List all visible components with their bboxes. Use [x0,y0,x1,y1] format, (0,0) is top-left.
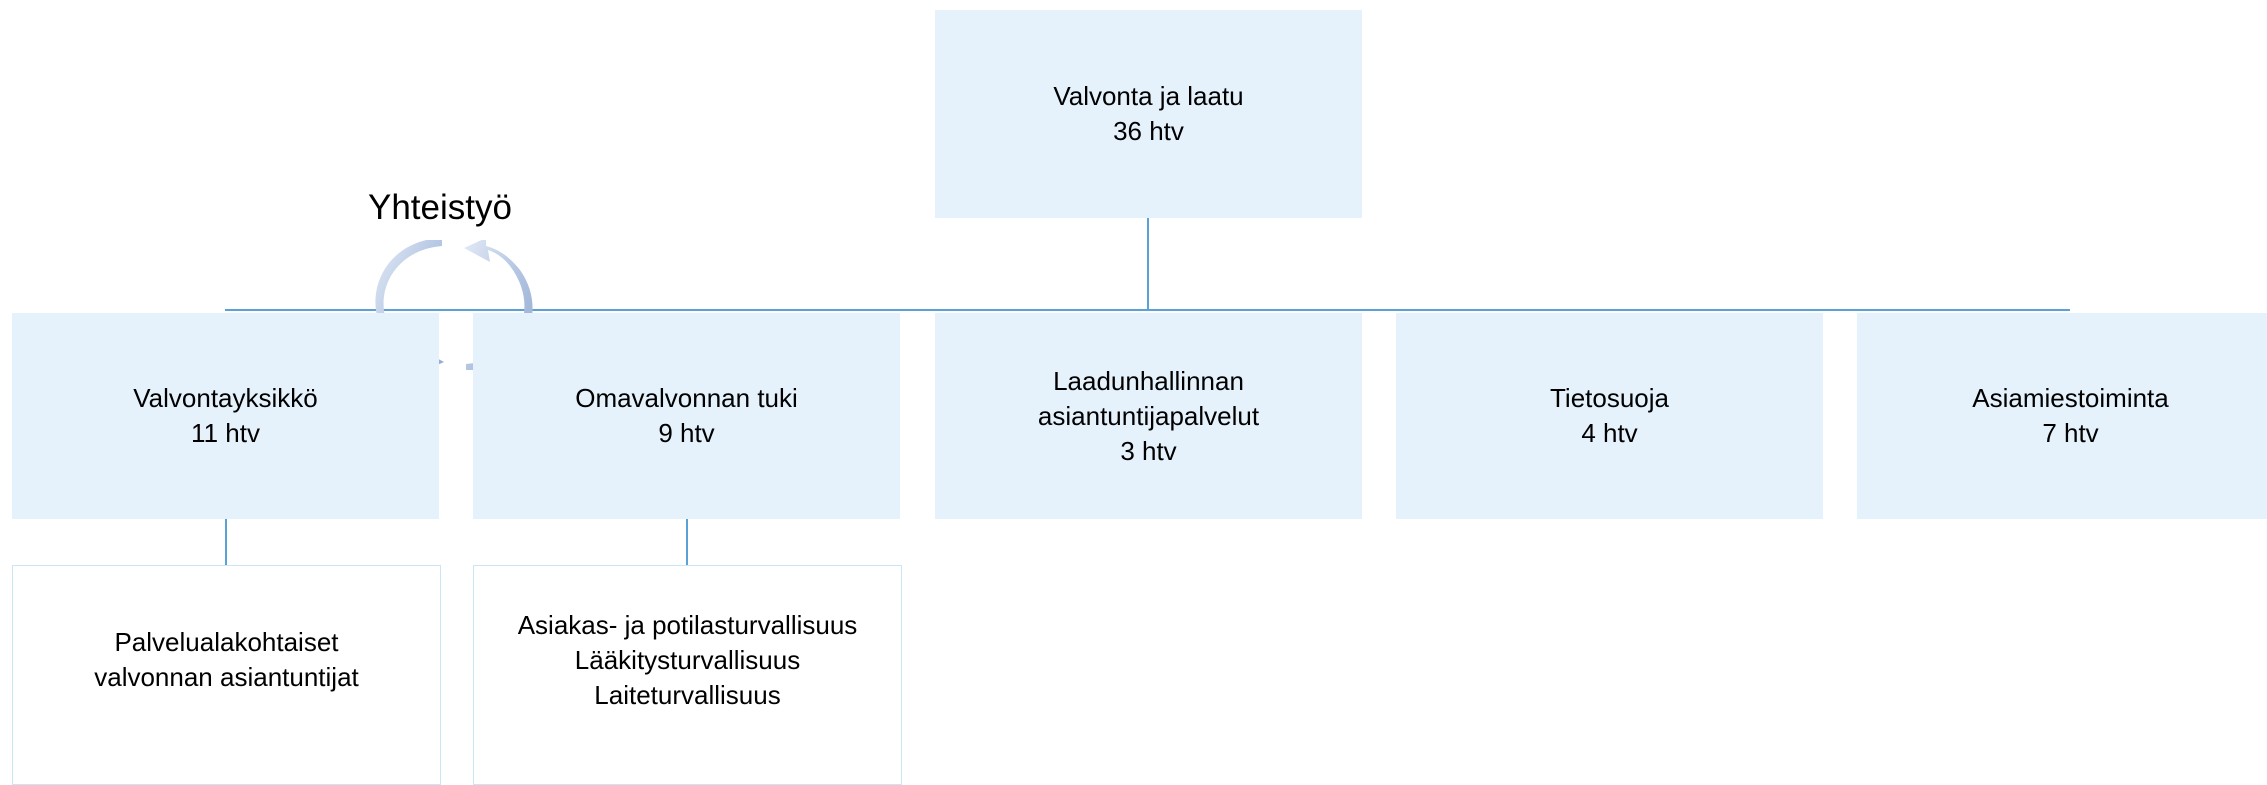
box-value: 9 htv [658,418,715,448]
box-title: Asiamiestoiminta [1972,383,2169,413]
connector-valvontayksikko-sub [225,518,227,565]
box-value: 4 htv [1581,418,1638,448]
box-title: Valvontayksikkö [133,383,318,413]
box-tietosuoja: Tietosuoja 4 htv [1396,313,1823,519]
connector-top-vertical [1147,218,1149,310]
box-title: Valvonta ja laatu [1053,81,1244,111]
box-line: Lääkitysturvallisuus [574,644,801,675]
connector-omavalvonnan-sub [686,518,688,565]
box-value: 36 htv [1113,116,1184,146]
box-turvallisuus: Asiakas- ja potilasturvallisuus Lääkitys… [473,565,902,785]
box-asiamiestoiminta: Asiamiestoiminta 7 htv [1857,313,2267,519]
box-value: 7 htv [2042,418,2099,448]
box-title-line1: Laadunhallinnan [1053,365,1244,396]
box-omavalvonnan-tuki: Omavalvonnan tuki 9 htv [473,313,900,519]
box-valvontayksikko: Valvontayksikkö 11 htv [12,313,439,519]
box-title-line2: asiantuntijapalvelut [1037,400,1260,431]
collaboration-label: Yhteistyö [368,188,512,227]
box-line: Palvelualakohtaiset [114,627,339,657]
box-title: Tietosuoja [1550,383,1669,413]
box-laadunhallinnan-asiantuntijapalvelut: Laadunhallinnan asiantuntijapalvelut 3 h… [935,313,1362,519]
box-line: Asiakas- ja potilasturvallisuus [517,609,858,640]
box-line: Laiteturvallisuus [594,679,781,710]
connector-horizontal [225,309,2070,311]
box-value: 11 htv [191,418,260,448]
box-valvonta-ja-laatu: Valvonta ja laatu 36 htv [935,10,1362,218]
box-value: 3 htv [1120,435,1177,466]
box-title: Omavalvonnan tuki [575,383,798,413]
box-line: valvonnan asiantuntijat [94,662,359,692]
box-palvelualakohtaiset: Palvelualakohtaiset valvonnan asiantunti… [12,565,441,785]
